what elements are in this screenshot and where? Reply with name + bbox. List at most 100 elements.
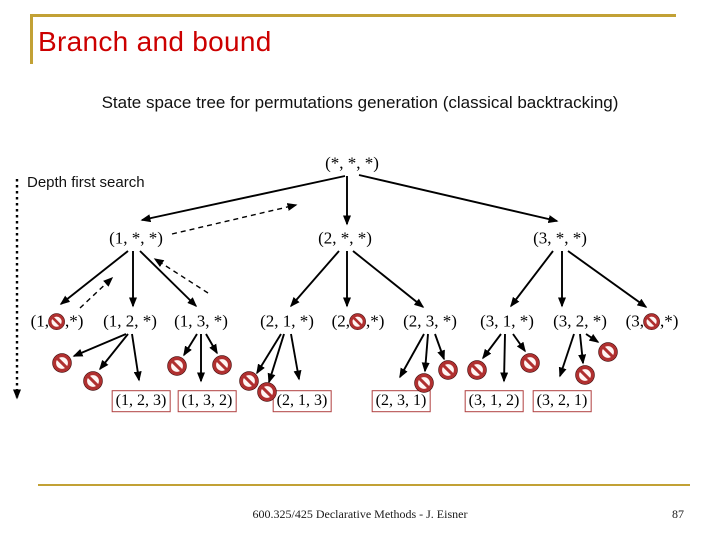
tree-node: (2, *, *) (318, 228, 372, 249)
no-entry-mark (467, 360, 488, 381)
tree-leaf-node: (3, 2, 1) (532, 390, 592, 412)
slide-title: Branch and bound (38, 26, 272, 57)
no-entry-mark (598, 342, 619, 363)
tree-edge (290, 333, 302, 381)
no-entry-mark (167, 356, 188, 377)
tree-edge (267, 333, 285, 384)
node-label-suffix: ,*) (65, 311, 84, 331)
no-entry-mark (520, 353, 541, 374)
node-label: (3, 2, *) (553, 311, 607, 331)
tree-edge (399, 333, 425, 379)
no-entry-mark (212, 355, 233, 376)
tree-edge (205, 333, 218, 355)
tree-edge (139, 250, 198, 308)
tree-node: (3, 1, *) (480, 311, 534, 332)
tree-leaf-node: (2, 3, 1) (371, 390, 431, 412)
tree-node: (1, 2, *) (103, 311, 157, 332)
node-label: (3, 1, 2) (468, 392, 520, 410)
node-label-prefix: (3, (625, 311, 644, 331)
title-rule-top (30, 14, 676, 17)
dfs-search-label: Depth first search (27, 174, 145, 191)
node-label-suffix: ,*) (660, 311, 679, 331)
node-label: (1, 2, 3) (115, 392, 167, 410)
no-entry-mark (438, 360, 459, 381)
footer-course: 600.325/425 Declarative Methods - J. Eis… (252, 507, 468, 521)
no-entry-mark (52, 353, 73, 374)
backtrack-arrow (79, 276, 114, 309)
tree-edge (578, 333, 587, 365)
tree-edge (256, 333, 282, 375)
tree-edge (358, 174, 559, 223)
no-entry-mark (257, 382, 278, 403)
no-entry-mark (575, 365, 596, 386)
node-label: (2, 1, 3) (276, 392, 328, 410)
tree-edge (482, 333, 502, 360)
tree-edge (183, 333, 198, 357)
node-label: (*, *, *) (325, 153, 379, 173)
no-entry-mark (414, 373, 435, 394)
tree-leaf-node: (1, 3, 2) (177, 390, 237, 412)
footer-rule (38, 484, 690, 486)
tree-node: (2, 3, *) (403, 311, 457, 332)
no-entry-icon (167, 356, 187, 376)
node-label: (2, 1, *) (260, 311, 314, 331)
no-entry-icon (48, 313, 66, 331)
tree-node: (1, 3, *) (174, 311, 228, 332)
no-entry-icon (438, 360, 458, 380)
tree-pruned-node: (2, ,*) (331, 311, 385, 332)
node-label: (3, 1, *) (480, 311, 534, 331)
tree-leaf-node: (1, 2, 3) (111, 390, 171, 412)
tree-pruned-node: (1, ,*) (30, 311, 84, 332)
node-label: (2, 3, *) (403, 311, 457, 331)
node-label-prefix: (1, (30, 311, 49, 331)
node-label: (2, *, *) (318, 228, 372, 248)
node-label: (3, 2, 1) (536, 392, 588, 410)
node-label: (2, 3, 1) (375, 392, 427, 410)
no-entry-icon (212, 355, 232, 375)
tree-node: (*, *, *) (325, 153, 379, 174)
no-entry-mark (83, 371, 104, 392)
tree-edge (290, 250, 340, 308)
no-entry-icon (598, 342, 618, 362)
no-entry-icon (520, 353, 540, 373)
backtrack-arrow (153, 258, 209, 294)
tree-edge (434, 333, 445, 361)
node-label: (1, 3, *) (174, 311, 228, 331)
no-entry-icon (83, 371, 103, 391)
node-label-suffix: ,*) (366, 311, 385, 331)
tree-edge (131, 333, 142, 382)
tree-edge (59, 250, 129, 305)
no-entry-mark (239, 371, 260, 392)
no-entry-icon (52, 353, 72, 373)
no-entry-icon (467, 360, 487, 380)
footer-page-number: 87 (672, 507, 684, 521)
tree-node: (2, 1, *) (260, 311, 314, 332)
no-entry-icon (257, 382, 277, 402)
no-entry-icon (414, 373, 434, 393)
tree-edge (99, 333, 129, 371)
no-entry-icon (575, 365, 595, 385)
tree-edge (510, 250, 554, 308)
node-label: (3, *, *) (533, 228, 587, 248)
tree-edge (352, 250, 425, 308)
slide-subtitle: State space tree for permutations genera… (101, 93, 619, 112)
node-label-prefix: (2, (331, 311, 350, 331)
tree-edge (512, 333, 526, 353)
no-entry-icon (349, 313, 367, 331)
tree-leaf-node: (2, 1, 3) (272, 390, 332, 412)
title-rule-left (30, 14, 33, 64)
no-entry-icon (239, 371, 259, 391)
no-entry-icon (643, 313, 661, 331)
node-label: (1, 2, *) (103, 311, 157, 331)
node-label: (1, 3, 2) (181, 392, 233, 410)
tree-edge (421, 333, 430, 373)
tree-pruned-node: (3, ,*) (625, 311, 679, 332)
tree-node: (3, *, *) (533, 228, 587, 249)
backtrack-arrow (171, 203, 298, 235)
tree-edge (500, 333, 509, 383)
node-label: (1, *, *) (109, 228, 163, 248)
tree-edge (567, 250, 648, 308)
